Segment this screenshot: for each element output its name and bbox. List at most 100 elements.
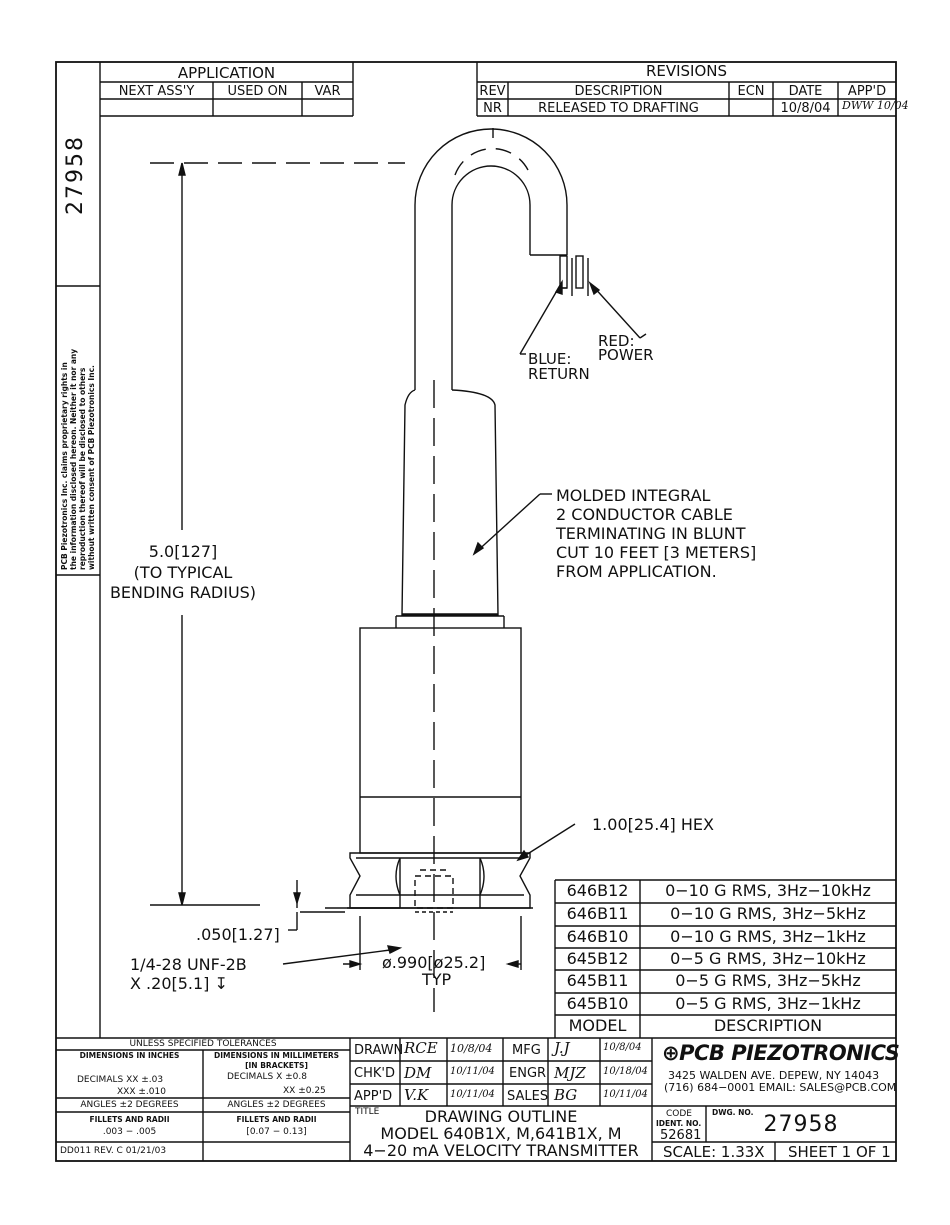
- revision-description: RELEASED TO DRAFTING: [538, 101, 699, 116]
- cable-note-line: 2 CONDUCTOR CABLE: [556, 505, 733, 524]
- application-header-var: VAR: [314, 84, 341, 99]
- drawing-border: [55, 61, 897, 1162]
- title-line-3: 4−20 mA VELOCITY TRANSMITTER: [363, 1141, 639, 1160]
- model-description: 0−5 G RMS, 3Hz−5kHz: [675, 971, 861, 990]
- height-dimension-note: (TO TYPICAL: [133, 563, 233, 582]
- sheet-number: SHEET 1 OF 1: [788, 1143, 891, 1161]
- drawn-date: 10/8/04: [450, 1042, 493, 1055]
- mm-decimals: DECIMALS X ±0.8: [227, 1072, 307, 1082]
- drawing-number: 27958: [763, 1112, 839, 1137]
- description-column-header: DESCRIPTION: [713, 1016, 823, 1035]
- code-ident-number: 52681: [660, 1128, 702, 1143]
- mm-header: DIMENSIONS IN MILLIMETERS: [213, 1051, 340, 1060]
- model-number: 646B12: [566, 881, 629, 900]
- engr-label: ENGR: [509, 1066, 547, 1081]
- mm-angles: ANGLES ±2 DEGREES: [227, 1100, 326, 1110]
- sales-date: 10/11/04: [603, 1089, 648, 1100]
- scale: SCALE: 1.33X: [663, 1143, 765, 1161]
- diameter-typ: TYP: [422, 970, 452, 989]
- revisions-title: REVISIONS: [645, 62, 728, 80]
- checked-signature: DM: [404, 1064, 432, 1082]
- blue-wire-function: RETURN: [528, 365, 590, 383]
- checked-label: CHK'D: [354, 1066, 395, 1081]
- revisions-header-ecn: ECN: [737, 84, 765, 99]
- title-line-2: MODEL 640B1X, M,641B1X, M: [380, 1124, 622, 1143]
- revisions-header-description: DESCRIPTION: [574, 84, 663, 99]
- red-wire-function: POWER: [598, 346, 654, 364]
- thread-depth-dimension: .050[1.27]: [196, 925, 280, 944]
- thread-depth-spec: X .20[5.1] ↧: [130, 974, 228, 993]
- application-title: APPLICATION: [177, 64, 276, 82]
- company-address: 3425 WALDEN AVE. DEPEW, NY 14043: [668, 1069, 880, 1082]
- table-row: 646B11 0−10 G RMS, 3Hz−5kHz: [555, 903, 896, 926]
- inch-angles: ANGLES ±2 DEGREES: [80, 1100, 179, 1110]
- model-number: 645B12: [566, 949, 629, 968]
- model-description: 0−10 G RMS, 3Hz−1kHz: [670, 927, 866, 946]
- inch-decimals: DECIMALS XX ±.03: [77, 1075, 164, 1085]
- revisions-header-rev: REV: [479, 84, 506, 99]
- revision-date: 10/8/04: [780, 101, 831, 116]
- table-header: MODEL DESCRIPTION: [555, 1015, 896, 1038]
- table-row: 645B10 0−5 G RMS, 3Hz−1kHz: [555, 993, 896, 1015]
- drawn-label: DRAWN: [354, 1043, 404, 1058]
- company-logo: ⊕PCB PIEZOTRONICS: [662, 1041, 900, 1065]
- code-ident-label: CODE: [666, 1109, 692, 1119]
- mm-fillets-range: [0.07 − 0.13]: [246, 1127, 307, 1137]
- mm-header-note: [IN BRACKETS]: [245, 1061, 308, 1070]
- model-number: 645B10: [566, 994, 629, 1013]
- proprietary-line: PCB Piezotronics Inc. claims proprietary…: [60, 362, 69, 570]
- proprietary-notice: PCB Piezotronics Inc. claims proprietary…: [60, 290, 96, 570]
- model-description: 0−5 G RMS, 3Hz−10kHz: [670, 949, 866, 968]
- application-header-used-on: USED ON: [227, 84, 288, 99]
- height-dimension: 5.0[127]: [148, 542, 218, 561]
- model-column-header: MODEL: [568, 1016, 627, 1035]
- table-row: 645B12 0−5 G RMS, 3Hz−10kHz: [555, 948, 896, 970]
- cable-note-line: FROM APPLICATION.: [556, 562, 717, 581]
- mfg-label: MFG: [512, 1043, 541, 1058]
- cable-note-line: TERMINATING IN BLUNT: [556, 524, 746, 543]
- side-drawing-number: 27958: [63, 135, 88, 215]
- approved-signature: V.K: [404, 1086, 429, 1104]
- inch-decimals-3place: XXX ±.010: [117, 1087, 166, 1097]
- thread-spec: 1/4-28 UNF-2B: [130, 955, 247, 974]
- company-contact: (716) 684−0001 EMAIL: SALES@PCB.COM: [664, 1081, 897, 1094]
- code-ident-label-2: IDENT. NO.: [656, 1119, 702, 1128]
- company-name: PCB PIEZOTRONICS: [679, 1041, 900, 1065]
- red-wire-label: RED:: [598, 332, 635, 350]
- inch-header: DIMENSIONS IN INCHES: [79, 1051, 180, 1060]
- drawing-number-label: DWG. NO.: [712, 1108, 754, 1117]
- tolerances-title: UNLESS SPECIFIED TOLERANCES: [129, 1039, 277, 1049]
- revision-rev: NR: [483, 101, 502, 116]
- model-description: 0−5 G RMS, 3Hz−1kHz: [675, 994, 861, 1013]
- proprietary-line: reproduction thereof will be disclosed t…: [78, 367, 87, 570]
- hex-dimension: 1.00[25.4] HEX: [592, 815, 714, 834]
- model-table: 646B12 0−10 G RMS, 3Hz−10kHz 646B11 0−10…: [555, 880, 896, 1038]
- inch-fillets: FILLETS AND RADII: [89, 1115, 170, 1124]
- revisions-header-appd: APP'D: [847, 84, 887, 99]
- table-row: 646B10 0−10 G RMS, 3Hz−1kHz: [555, 926, 896, 948]
- title-label: TITLE: [355, 1107, 380, 1117]
- revisions-header-date: DATE: [788, 84, 823, 99]
- model-number: 646B10: [566, 927, 629, 946]
- cable-note-line: CUT 10 FEET [3 METERS]: [556, 543, 757, 562]
- model-description: 0−10 G RMS, 3Hz−5kHz: [670, 904, 866, 923]
- mm-fillets: FILLETS AND RADII: [236, 1115, 317, 1124]
- engr-date: 10/18/04: [603, 1066, 648, 1077]
- mfg-signature: J.J: [554, 1039, 570, 1057]
- cable-note-line: MOLDED INTEGRAL: [556, 486, 711, 505]
- sales-label: SALES: [507, 1089, 549, 1104]
- height-dimension-note: BENDING RADIUS): [109, 583, 257, 602]
- table-row: 646B12 0−10 G RMS, 3Hz−10kHz: [555, 880, 896, 903]
- revision-approval-signature: DWW 10/04: [842, 99, 909, 112]
- drawn-signature: RCE: [404, 1039, 438, 1057]
- model-number: 645B11: [566, 971, 629, 990]
- sales-signature: BG: [554, 1086, 578, 1104]
- engr-signature: MJZ: [554, 1064, 586, 1082]
- inch-fillets-range: .003 − .005: [102, 1127, 157, 1137]
- proprietary-line: without written consent of PCB Piezotron…: [87, 365, 96, 570]
- application-header-next-assy: NEXT ASS'Y: [118, 84, 195, 99]
- mm-decimals-2place: XX ±0.25: [283, 1086, 326, 1096]
- diameter-dimension: ø.990[ø25.2]: [382, 953, 486, 972]
- pcb-logo-icon: ⊕: [662, 1041, 680, 1065]
- model-number: 646B11: [566, 904, 629, 923]
